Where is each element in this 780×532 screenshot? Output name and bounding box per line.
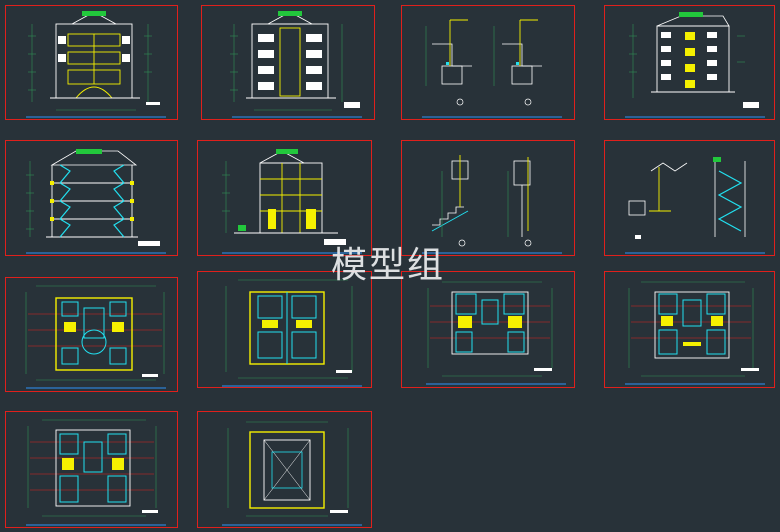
sheet-plan-fifth[interactable] <box>5 411 178 528</box>
sheet-plan-fourth[interactable] <box>604 271 775 388</box>
wall-detail-a-drawing <box>422 19 562 118</box>
sheet-section-1[interactable] <box>5 140 178 256</box>
stair-section-drawing <box>625 157 765 254</box>
plan-third-drawing <box>426 281 566 385</box>
plan-roof-drawing <box>222 421 362 526</box>
plan-second-drawing <box>222 279 362 387</box>
plan-ground-drawing <box>25 285 166 389</box>
elevation-side-drawing <box>625 12 765 118</box>
sheet-section-2[interactable] <box>197 140 372 256</box>
sheet-stair-section[interactable] <box>604 140 775 256</box>
sheet-plan-third[interactable] <box>401 271 575 388</box>
sheet-plan-ground[interactable] <box>5 277 178 392</box>
sheet-elevation-front[interactable] <box>5 5 178 120</box>
sheet-elevation-rear[interactable] <box>201 5 375 120</box>
section-1-drawing <box>26 149 166 254</box>
stair-detail-drawing <box>422 155 562 254</box>
sheet-wall-detail-a[interactable] <box>401 5 575 120</box>
sheet-stair-detail[interactable] <box>401 140 575 256</box>
elevation-rear-drawing <box>230 11 362 118</box>
sheet-plan-roof[interactable] <box>197 411 372 528</box>
elevation-front-drawing <box>26 11 166 118</box>
plan-fifth-drawing <box>26 419 166 526</box>
sheet-plan-second[interactable] <box>197 271 372 388</box>
sheet-elevation-side[interactable] <box>604 5 775 120</box>
section-2-drawing <box>222 149 362 254</box>
watermark-text: 模型组 <box>330 245 445 286</box>
plan-fourth-drawing <box>625 281 765 385</box>
